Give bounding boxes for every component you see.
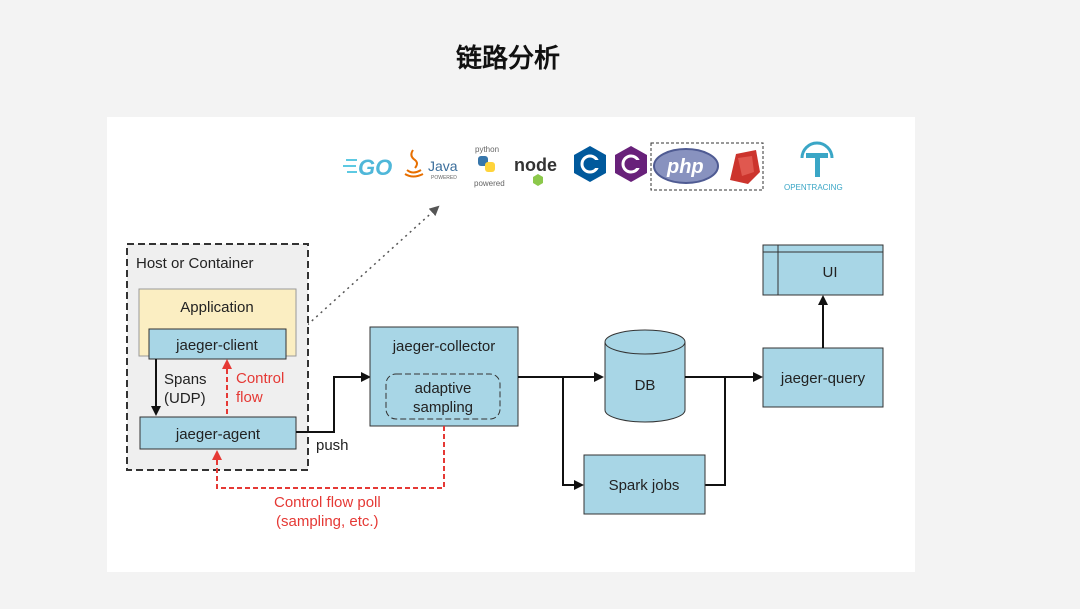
jaeger-client-label: jaeger-client [175, 337, 259, 354]
java-logo: Java POWERED [404, 149, 458, 181]
svg-text:powered: powered [474, 179, 505, 188]
jaeger-query-label: jaeger-query [780, 370, 866, 387]
svg-text:Java: Java [428, 158, 458, 174]
spark-jobs-box [583, 454, 706, 515]
ui-label: UI [823, 264, 838, 281]
jaeger-client-box [148, 328, 287, 360]
svg-text:GO: GO [358, 155, 392, 180]
push-arrow [296, 372, 371, 433]
svg-text:POWERED: POWERED [431, 175, 457, 181]
flow-label: flow [236, 389, 263, 406]
host-label: Host or Container [136, 255, 254, 272]
collector-to-spark-arrow [562, 377, 584, 490]
jaeger-agent-label: jaeger-agent [175, 426, 261, 443]
language-logos: GO Java POWERED python powered node [343, 141, 843, 192]
ruby-logo [730, 150, 760, 184]
svg-text:OPENTRACING: OPENTRACING [784, 183, 843, 192]
control-label: Control [236, 370, 284, 387]
csharp-logo [615, 146, 647, 182]
db-cylinder [604, 329, 686, 423]
client-to-languages-arrow [293, 205, 440, 338]
spans-label: Spans [164, 371, 207, 388]
adaptive-sampling-box [385, 373, 501, 420]
sampling-label: sampling [413, 399, 473, 416]
go-logo: GO [343, 155, 392, 180]
python-logo: python powered [474, 145, 505, 188]
db-label: DB [635, 377, 656, 394]
cpp-logo [574, 146, 606, 182]
application-label: Application [180, 299, 253, 316]
svg-text:php: php [666, 156, 704, 178]
svg-text:python: python [475, 145, 499, 154]
svg-text:node: node [514, 155, 557, 175]
poll-label-line2: (sampling, etc.) [276, 513, 379, 530]
logo-highlight-box [650, 142, 764, 191]
udp-label: (UDP) [164, 390, 206, 407]
jaeger-collector-label: jaeger-collector [392, 338, 496, 355]
spark-jobs-label: Spark jobs [609, 477, 680, 494]
ui-box [762, 244, 884, 296]
adaptive-label: adaptive [415, 380, 472, 397]
opentracing-logo: OPENTRACING [784, 141, 843, 192]
jaeger-query-box [762, 347, 884, 408]
push-label: push [316, 437, 349, 454]
page-title: 链路分析 [455, 44, 560, 74]
php-logo: php [653, 148, 719, 184]
control-flow-poll-arrow [212, 426, 445, 489]
node-logo: node [514, 155, 557, 186]
poll-label-line1: Control flow poll [274, 494, 381, 511]
